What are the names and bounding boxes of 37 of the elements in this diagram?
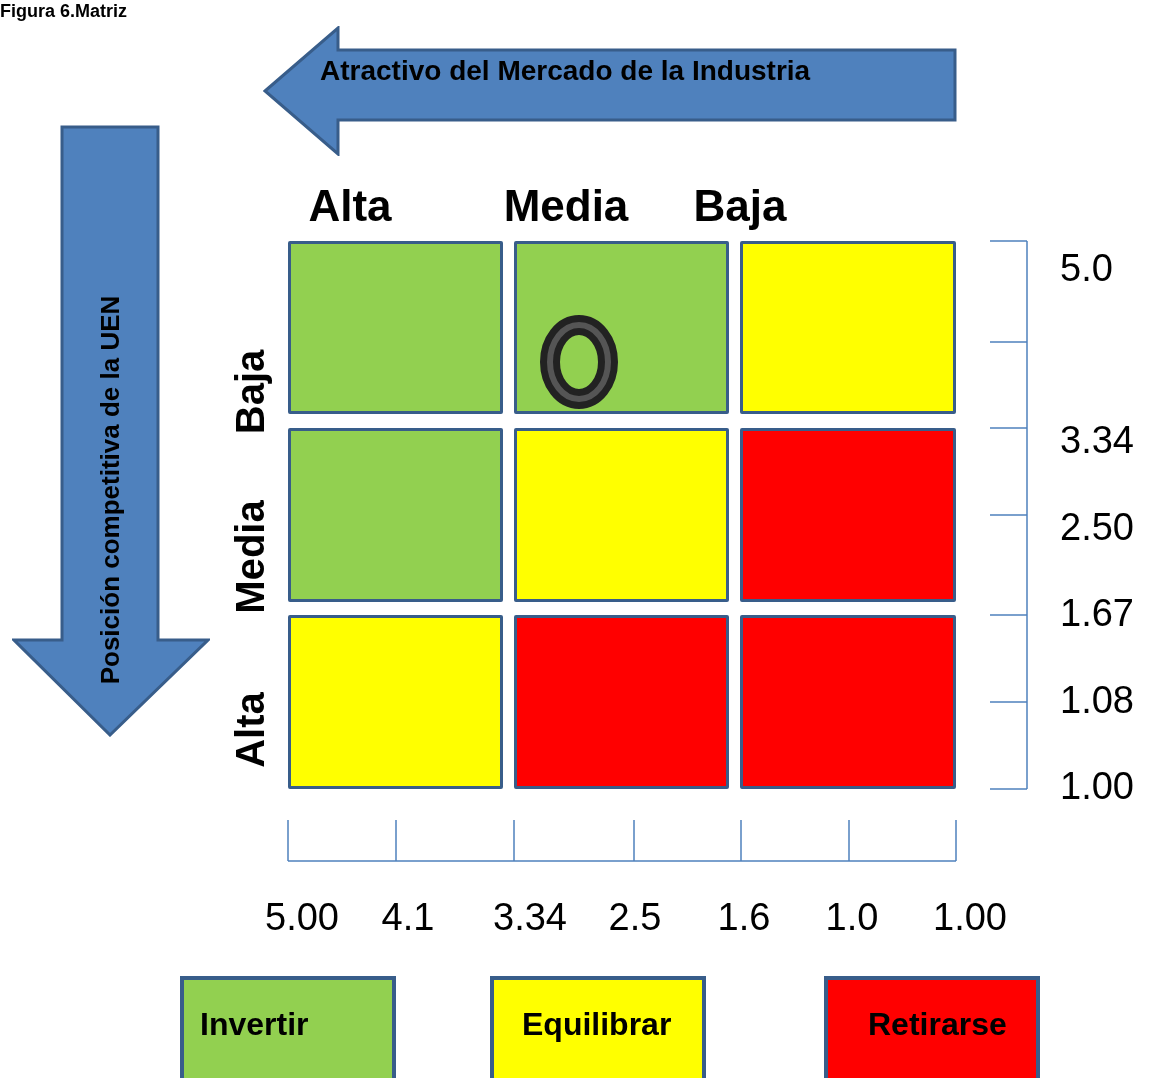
tick-label: 1.00 (1060, 767, 1134, 805)
tick-label: 1.08 (1060, 681, 1134, 719)
axis-label: Media (230, 500, 270, 614)
arrow-label: Posición competitiva de la UEN (95, 294, 125, 687)
tick-label: 1.6 (717, 898, 771, 936)
axis-label: Baja (230, 349, 270, 435)
matrix-cell (740, 615, 956, 789)
matrix-cell (514, 241, 729, 414)
tick-label: 2.50 (1060, 508, 1134, 546)
tick-label: 1.00 (933, 898, 1007, 936)
matrix-cell (740, 241, 956, 414)
tick-label: 4.1 (381, 898, 435, 936)
ring-marker (539, 314, 619, 410)
tick-label: 5.0 (1060, 249, 1113, 287)
matrix-cell (288, 428, 503, 602)
axis-label: Alta (308, 184, 392, 228)
tick-label: 1.67 (1060, 594, 1134, 632)
tick-label: 3.34 (1060, 421, 1134, 459)
block-arrow (263, 26, 957, 156)
block-arrow (12, 125, 210, 737)
legend-label: Equilibrar (522, 1008, 672, 1040)
matrix-cell (288, 615, 503, 789)
matrix-cell (514, 615, 729, 789)
figure-title: Figura 6.Matriz (0, 2, 128, 20)
legend-label: Invertir (200, 1008, 309, 1040)
arrow-label: Atractivo del Mercado de la Industria (320, 57, 811, 85)
matrix-cell (288, 241, 503, 414)
axis-label: Media (503, 184, 629, 228)
tick-label: 2.5 (608, 898, 662, 936)
matrix-cell (514, 428, 729, 602)
tick-label: 1.0 (825, 898, 879, 936)
axis-label: Alta (230, 692, 270, 768)
tick-label: 3.34 (493, 898, 567, 936)
matrix-cell (740, 428, 956, 602)
legend-label: Retirarse (868, 1008, 1007, 1040)
tick-label: 5.00 (265, 898, 339, 936)
axis-label: Baja (693, 184, 787, 228)
